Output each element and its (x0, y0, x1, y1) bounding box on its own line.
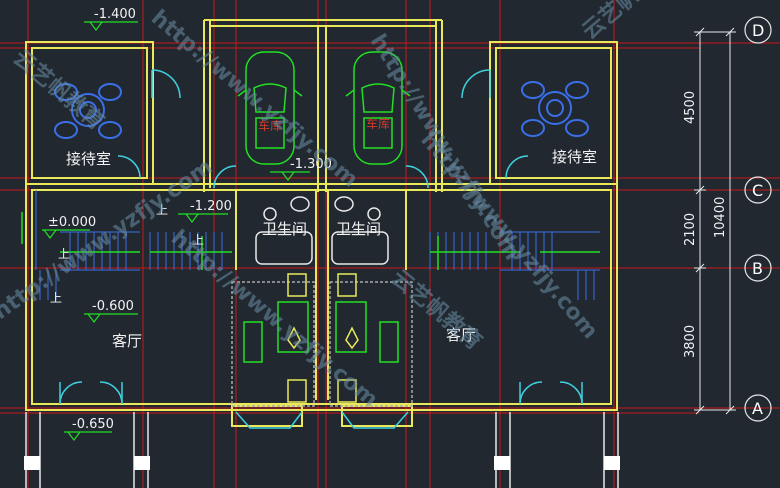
axis-label-a: A (752, 399, 763, 418)
watermark-url-1: http://www.yzfjy.com (146, 5, 362, 192)
dimension-b-to-a: 3800 (683, 325, 698, 358)
level-label-top-left: -1.400 (94, 7, 136, 22)
porch-column-caps (24, 456, 620, 470)
watermark-brand-2: 云艺帆教育 (577, 0, 678, 45)
room-label-bathroom-left: 卫生间 (262, 220, 307, 238)
room-label-reception-left: 接待室 (66, 150, 111, 168)
watermark-url-3: http://www.yzfjy.com (166, 225, 382, 412)
living-room-furniture (231, 273, 413, 407)
dimension-lines (694, 27, 736, 415)
room-label-garage-right: 车库 (366, 116, 390, 131)
stair-arrows (21, 212, 600, 270)
stair-left (35, 190, 223, 300)
doors (59, 69, 583, 405)
level-label-stair-landing: -1.200 (190, 199, 232, 214)
stair-up-label-4: 上 (50, 291, 62, 305)
room-label-living-right: 客厅 (446, 326, 476, 344)
room-label-garage-left: 车库 (258, 118, 282, 133)
stair-up-label-3: 上 (58, 247, 70, 261)
level-label-garage: -1.300 (290, 157, 332, 172)
dimension-d-to-c: 4500 (683, 91, 698, 124)
dimension-c-to-b: 2100 (683, 213, 698, 246)
stair-up-label-1: 上 (156, 203, 168, 217)
room-label-living-left: 客厅 (112, 332, 142, 350)
room-label-reception-right: 接待室 (552, 148, 597, 166)
bathroom-fixtures (255, 196, 389, 265)
axis-label-d: D (752, 21, 764, 40)
watermark-brand-3: 云艺帆教育 (386, 265, 487, 356)
reception-table-left (54, 83, 122, 139)
axis-label-c: C (752, 181, 763, 200)
stair-right (429, 231, 600, 300)
level-label-entry: ±0.000 (48, 215, 96, 230)
stair-up-label-2: 上 (192, 233, 204, 247)
axis-bubbles (744, 16, 772, 422)
level-label-living: -0.600 (92, 299, 134, 314)
level-markers (42, 21, 310, 441)
bay-windows (235, 411, 409, 429)
level-label-porch: -0.650 (72, 417, 114, 432)
room-label-bathroom-right: 卫生间 (336, 220, 381, 238)
car-left (237, 51, 303, 165)
reception-table-right (521, 81, 589, 137)
axis-label-b: B (752, 259, 763, 278)
porch-columns (25, 412, 619, 488)
car-right (345, 51, 411, 165)
dimension-total: 10400 (713, 197, 728, 238)
watermark-brand-1: 云艺帆教育 (8, 45, 109, 136)
